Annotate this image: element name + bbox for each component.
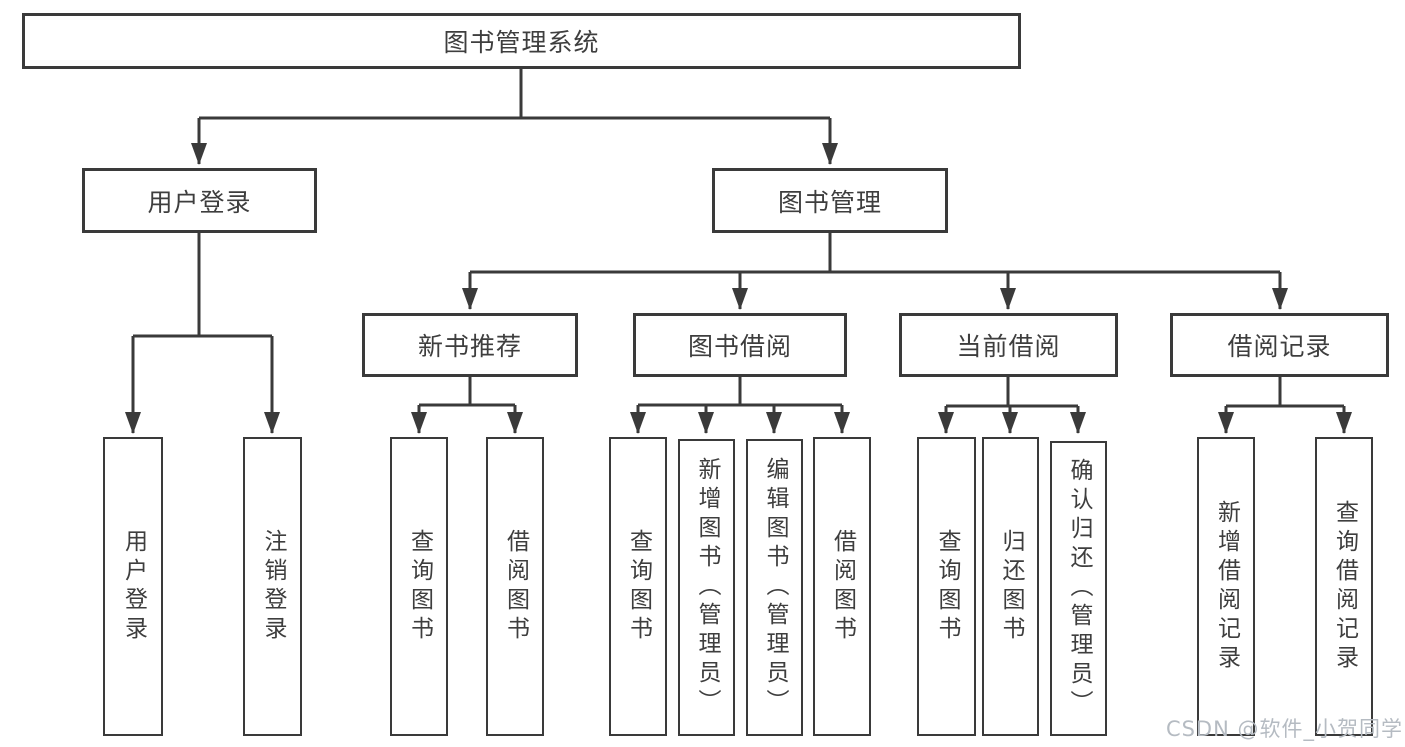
node-new-book-recommend: 新书推荐 <box>362 313 578 377</box>
leaf-borrow-add-books-admin: 新增图书（管理员） <box>678 439 735 736</box>
leaf-records-query-record: 查询借阅记录 <box>1315 437 1373 736</box>
leaf-current-query-books: 查询图书 <box>917 437 976 736</box>
leaf-logout: 注销登录 <box>243 437 302 736</box>
leaf-borrow-query-books: 查询图书 <box>609 437 667 736</box>
leaf-borrow-borrow-books: 借阅图书 <box>813 437 871 736</box>
node-user-login: 用户登录 <box>82 168 317 233</box>
leaf-recommend-borrow-books: 借阅图书 <box>486 437 544 736</box>
node-root: 图书管理系统 <box>22 13 1021 69</box>
leaf-borrow-edit-books-admin: 编辑图书（管理员） <box>746 439 803 736</box>
leaf-recommend-query-books: 查询图书 <box>390 437 448 736</box>
node-book-management: 图书管理 <box>712 168 948 233</box>
leaf-user-login: 用户登录 <box>103 437 163 736</box>
csdn-watermark: CSDN @软件_小贺同学 <box>1165 717 1403 741</box>
leaf-current-return-books: 归还图书 <box>982 437 1039 736</box>
node-current-borrow: 当前借阅 <box>899 313 1118 377</box>
leaf-records-add-record: 新增借阅记录 <box>1197 437 1255 736</box>
node-book-borrow: 图书借阅 <box>633 313 847 377</box>
node-borrow-records: 借阅记录 <box>1170 313 1389 377</box>
leaf-current-confirm-return-admin: 确认归还（管理员） <box>1050 441 1107 736</box>
